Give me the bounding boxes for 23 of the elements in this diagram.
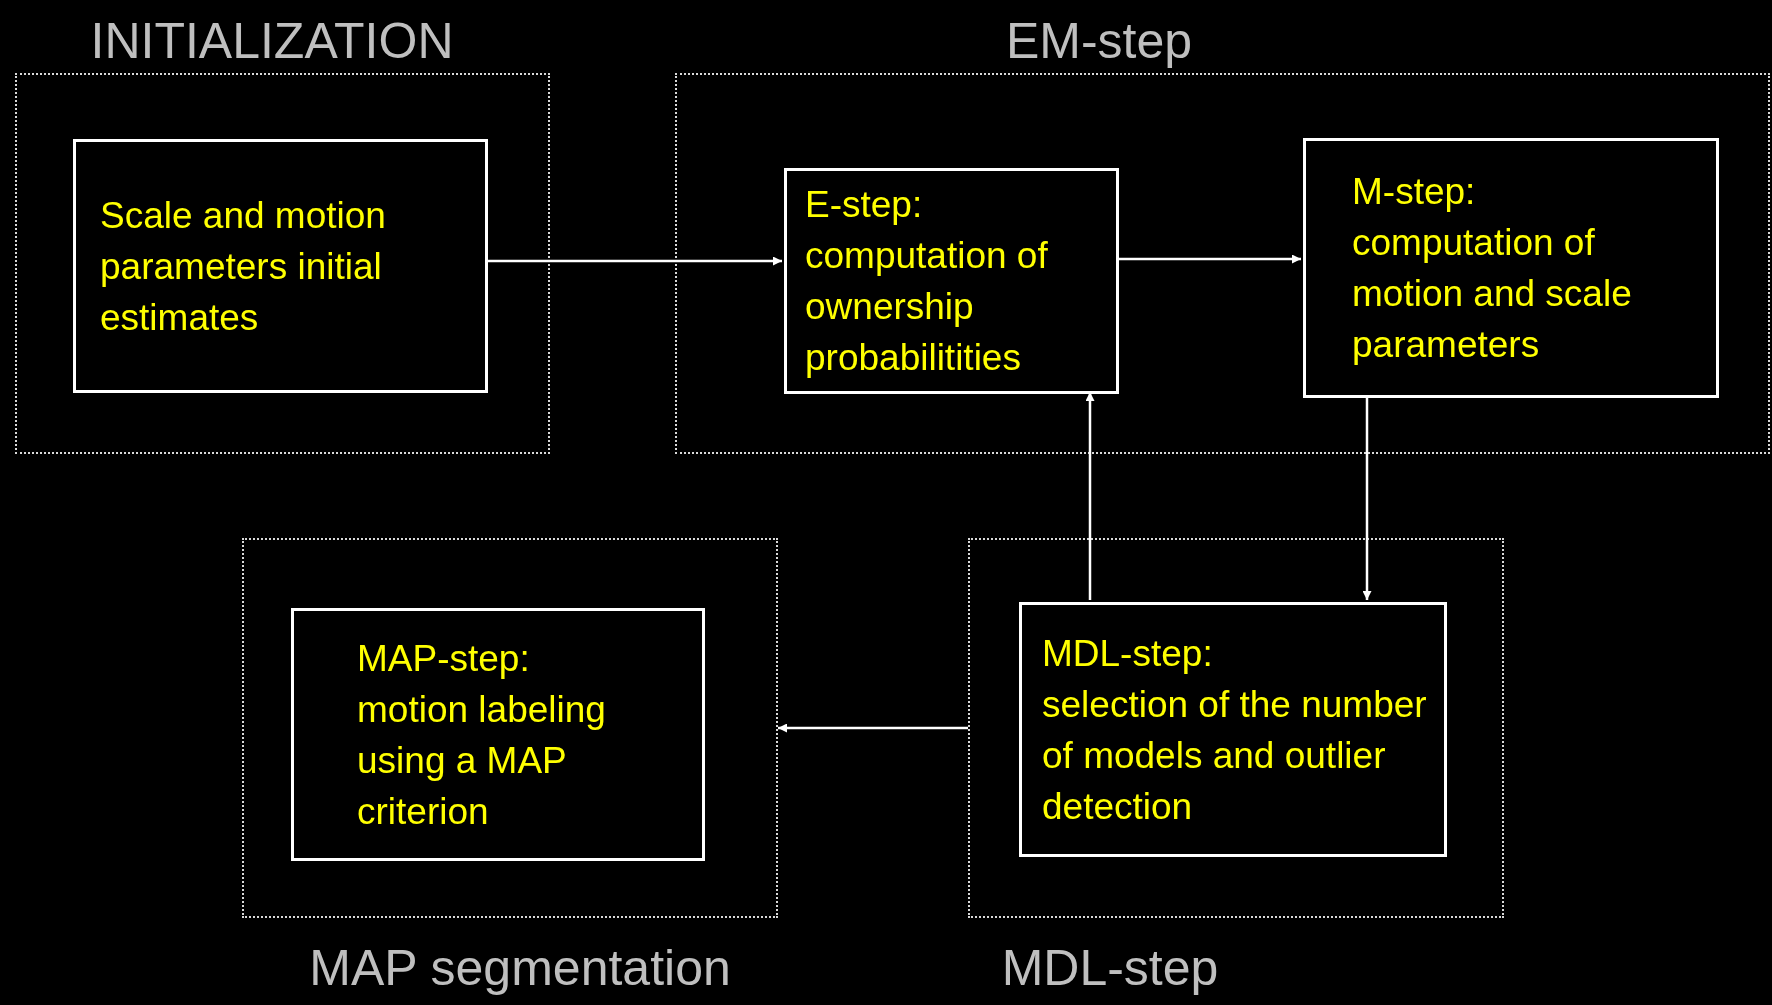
arrow bbox=[486, 256, 782, 266]
arrow bbox=[778, 723, 968, 733]
step-description: motion labeling using a MAP criterion bbox=[357, 687, 607, 834]
step-description: computation of ownership probabilitities bbox=[805, 234, 1049, 380]
arrow bbox=[1085, 392, 1095, 600]
step-title: MDL-step: bbox=[1042, 631, 1214, 676]
step-title: M-step: bbox=[1352, 170, 1477, 214]
group-heading: MAP segmentation bbox=[309, 940, 731, 996]
group-heading: MDL-step bbox=[1001, 940, 1219, 996]
process-box bbox=[784, 168, 1119, 394]
arrow bbox=[1362, 396, 1372, 600]
arrow bbox=[1117, 254, 1301, 264]
step-description: computation of motion and scale parameters bbox=[1352, 221, 1633, 367]
process-box bbox=[73, 139, 488, 393]
group-heading: INITIALIZATION bbox=[90, 13, 454, 69]
process-box bbox=[291, 608, 705, 861]
group-heading: EM-step bbox=[1005, 13, 1193, 69]
step-title: MAP-step: bbox=[357, 636, 531, 681]
process-box bbox=[1303, 138, 1719, 398]
process-box bbox=[1019, 602, 1447, 857]
step-title: E-step: bbox=[805, 183, 924, 227]
step-description: Scale and motion parameters initial estimates bbox=[100, 193, 387, 340]
step-description: selection of the number of models and outlier detection bbox=[1042, 682, 1428, 829]
